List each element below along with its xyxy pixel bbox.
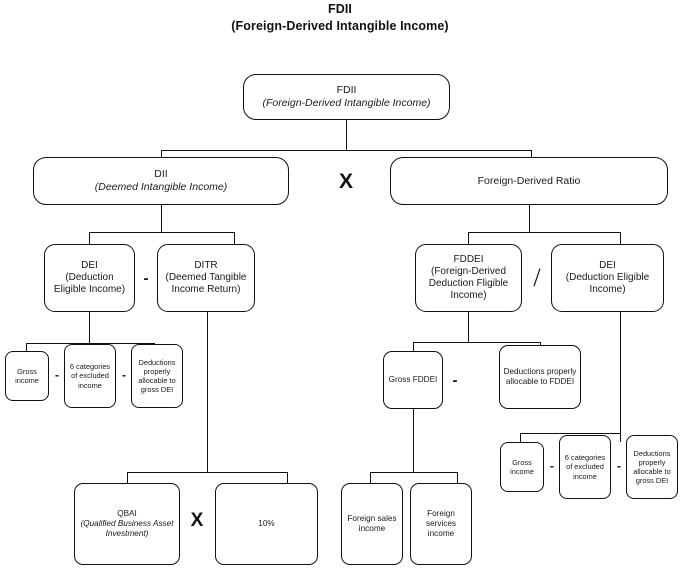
node-qbai-sub: (Qualified Business Asset Investment) (80, 519, 174, 538)
connector-ratio-bus-right (620, 232, 621, 244)
connector-dii-bus-left (89, 232, 90, 244)
node-six-categories-left-label: 6 categories of excluded income (69, 362, 111, 390)
connector-ratio-stem (529, 205, 530, 232)
node-ditr-sub: (Deemed Tangible Income Return) (165, 271, 247, 296)
node-ten-percent: 10% (215, 483, 318, 565)
node-dei-left: DEI (Deduction Eligible Income) (44, 244, 135, 312)
connector-dei-right-bus (520, 433, 620, 434)
node-gross-income-right-label: Gross income (510, 457, 534, 476)
connector-ditr-bus-l (127, 472, 128, 483)
connector-dei-left-bus (26, 343, 154, 344)
connector-fdii-stem (346, 120, 347, 150)
node-deductions-fddei: Deductions properly allocable to FDDEI (499, 345, 581, 409)
connector-gross-fddei-bus (370, 472, 457, 473)
node-dei-right-sub: (Deduction Eligible Income) (565, 271, 650, 296)
node-qbai: QBAI (Qualified Business Asset Investmen… (74, 483, 180, 565)
connector-fddei-stem (468, 312, 469, 342)
connector-ratio-bus (468, 232, 620, 233)
connector-dei-right-bus-l (520, 433, 521, 442)
node-foreign-derived-ratio-label: Foreign-Derived Ratio (477, 174, 581, 187)
chart-title-line-1: FDII (327, 2, 352, 16)
node-fdii-label: FDII (336, 84, 357, 97)
connector-ditr-stem (207, 312, 208, 472)
node-six-categories-left: 6 categories of excluded income (64, 344, 116, 408)
node-foreign-sales-income: Foreign sales income (341, 483, 403, 565)
connector-bus-to-dii (161, 150, 162, 157)
node-dei-right: DEI (Deduction Eligible Income) (551, 244, 664, 312)
operator-minus-left-1: - (55, 368, 59, 383)
connector-dii-bus-right (234, 232, 235, 244)
node-deductions-gross-dei-right: Deductions properly allocable to gross D… (626, 435, 678, 499)
node-deductions-gross-dei-left-label: Deductions properly allocable to gross D… (138, 357, 176, 395)
node-ditr: DITR (Deemed Tangible Income Return) (157, 244, 255, 312)
node-deductions-gross-dei-left: Deductions properly allocable to gross D… (131, 344, 183, 408)
node-fddei-sub: (Foreign-Derived Deduction Fligible Inco… (428, 265, 509, 302)
operator-minus-dei-ditr: - (143, 269, 149, 287)
node-six-categories-right-label: 6 categories of excluded income (564, 453, 606, 481)
connector-dei-right-stem (620, 312, 621, 433)
connector-dii-bus (89, 232, 234, 233)
connector-level1-bus (161, 150, 531, 151)
node-gross-fddei: Gross FDDEI (383, 351, 443, 409)
node-deductions-gross-dei-right-label: Deductions properly allocable to gross D… (633, 448, 671, 486)
operator-multiply-qbai: X (190, 510, 204, 531)
node-fddei: FDDEI (Foreign-Derived Deduction Fligibl… (415, 244, 522, 312)
node-dei-left-sub: (Deduction Eligible Income) (53, 271, 126, 296)
connector-ratio-bus-left (468, 232, 469, 244)
connector-ditr-bus (127, 472, 287, 473)
node-gross-income-right: Gross income (500, 442, 544, 492)
operator-divide-fddei-dei: / (533, 263, 541, 292)
operator-multiply-top: X (338, 170, 353, 193)
operator-minus-right-1: - (550, 459, 554, 474)
node-dii-sub: (Deemed Intangible Income) (94, 181, 228, 193)
operator-minus-left-2: - (122, 368, 126, 383)
node-foreign-sales-income-label: Foreign sales income (347, 514, 397, 533)
connector-bus-to-ratio (531, 150, 532, 157)
connector-gross-fddei-bus-r (457, 472, 458, 483)
node-deductions-fddei-label: Deductions properly allocable to FDDEI (503, 367, 577, 386)
connector-ditr-bus-r (287, 472, 288, 483)
node-qbai-label: QBAI (117, 509, 137, 518)
node-fdii: FDII (Foreign-Derived Intangible Income) (243, 74, 450, 120)
connector-gross-fddei-bus-l (370, 472, 371, 483)
node-foreign-derived-ratio: Foreign-Derived Ratio (390, 157, 668, 205)
connector-dei-left-stem (89, 312, 90, 343)
node-ten-percent-label: 10% (258, 519, 275, 528)
node-gross-fddei-label: Gross FDDEI (388, 375, 438, 384)
node-foreign-services-income-label: Foreign services income (425, 509, 457, 538)
operator-minus-fddei: - (452, 371, 458, 389)
node-foreign-services-income: Foreign services income (410, 483, 472, 565)
connector-gross-fddei-stem (413, 409, 414, 472)
connector-fddei-bus (413, 342, 540, 343)
connector-fddei-bus-l (413, 342, 414, 351)
node-dii-label: DII (154, 168, 168, 181)
operator-minus-right-2: - (617, 459, 621, 474)
node-dii: DII (Deemed Intangible Income) (33, 157, 289, 205)
node-fddei-label: FDDEI (453, 253, 484, 265)
node-dei-left-label: DEI (81, 259, 98, 271)
node-gross-income-left: Gross income (5, 351, 49, 401)
node-six-categories-right: 6 categories of excluded income (559, 435, 611, 499)
node-ditr-label: DITR (194, 259, 218, 271)
connector-dii-stem (161, 205, 162, 232)
connector-dei-left-bus-l (26, 343, 27, 351)
node-fdii-sub: (Foreign-Derived Intangible Income) (262, 97, 431, 109)
node-dei-right-label: DEI (599, 259, 616, 271)
chart-title-line-2: (Foreign-Derived Intangible Income) (231, 19, 449, 33)
node-gross-income-left-label: Gross income (15, 366, 39, 385)
connector-dei-right-bus-r (620, 433, 621, 442)
